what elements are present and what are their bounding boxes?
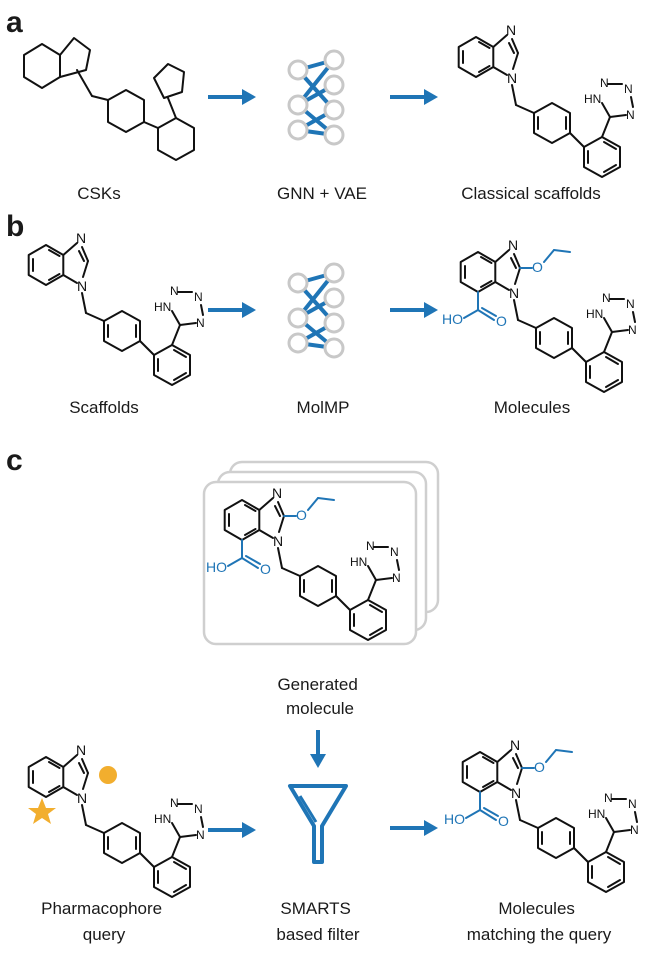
pharmacophore-feature-circle xyxy=(99,766,117,784)
gnn-network-icon xyxy=(287,49,345,146)
caption-csks: CSKs xyxy=(77,184,120,203)
arrow-b1 xyxy=(206,300,258,320)
filter-funnel-icon xyxy=(288,784,348,864)
scaffold-molecule xyxy=(27,229,206,386)
arrow-b2 xyxy=(388,300,440,320)
csk-skeleton xyxy=(23,37,195,161)
arrow-down xyxy=(310,730,326,768)
pharmacophore-query-molecule xyxy=(27,741,206,898)
caption-smarts-filter: SMARTS based filter xyxy=(276,899,359,944)
generated-molecule-cards xyxy=(202,460,440,646)
caption-scaffolds: Scaffolds xyxy=(69,398,139,417)
caption-pharmacophore-query: Pharmacophore query xyxy=(41,899,167,944)
panel-label-c: c xyxy=(6,444,23,477)
generated-molecule-b xyxy=(441,236,638,393)
caption-molecules: Molecules xyxy=(494,398,571,417)
panel-label-b: b xyxy=(6,210,24,243)
molmp-network-icon xyxy=(287,262,345,359)
arrow-a1 xyxy=(206,87,258,107)
arrow-a2 xyxy=(388,87,440,107)
matching-molecule xyxy=(443,736,640,893)
caption-classical-scaffolds: Classical scaffolds xyxy=(461,184,601,203)
pharmacophore-feature-star xyxy=(28,798,56,824)
arrow-c1 xyxy=(206,820,258,840)
classical-scaffold-molecule xyxy=(457,21,636,178)
caption-generated-molecule: Generated molecule xyxy=(277,675,362,718)
arrow-c2 xyxy=(388,818,440,838)
caption-gnn-vae: GNN + VAE xyxy=(277,184,367,203)
caption-matching-molecules: Molecules matching the query xyxy=(467,899,612,944)
caption-molmp: MolMP xyxy=(297,398,350,417)
panel-label-a: a xyxy=(6,6,23,39)
